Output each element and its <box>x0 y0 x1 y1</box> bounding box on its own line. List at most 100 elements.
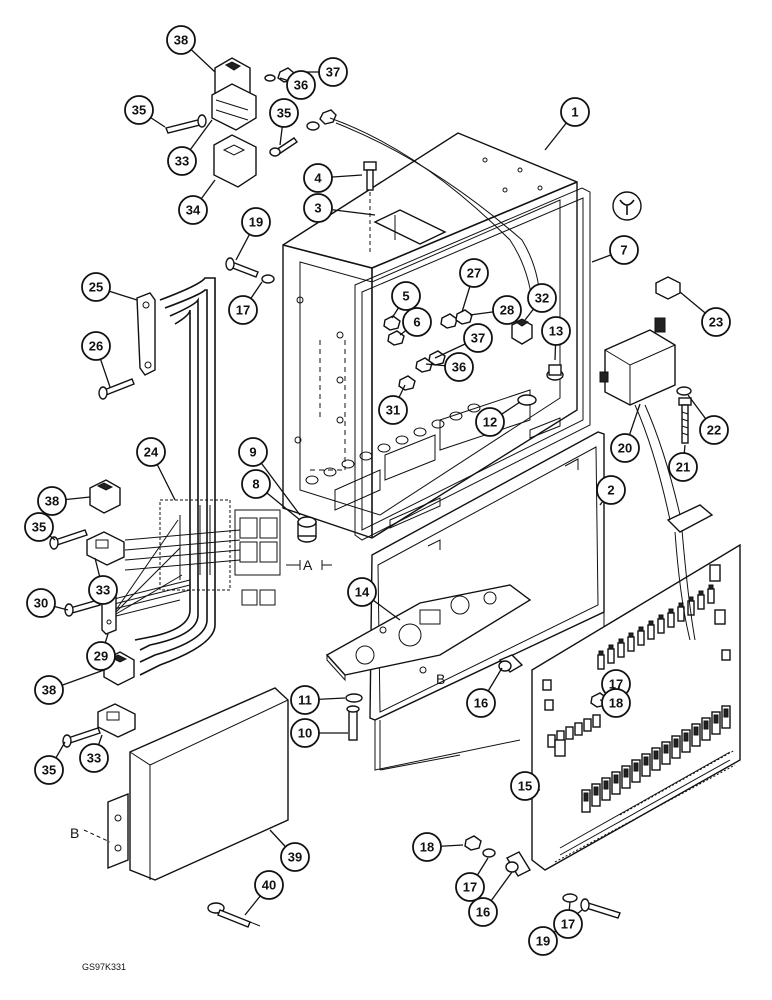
callout-number: 34 <box>186 203 201 218</box>
callout-1: 1 <box>560 97 590 127</box>
callout-circle <box>37 486 67 516</box>
board-component <box>607 648 615 664</box>
callout-number: 39 <box>288 850 302 865</box>
internal-hardware <box>383 309 564 406</box>
callout-number: 35 <box>42 763 56 778</box>
callout-27: 27 <box>459 258 489 288</box>
callout-35: 35 <box>24 512 54 542</box>
board-component <box>697 594 705 610</box>
callout-circle <box>124 95 154 125</box>
callout-18: 18 <box>601 688 631 718</box>
callout-17: 17 <box>455 872 485 902</box>
standoff-16-door <box>498 654 524 673</box>
circuit-board <box>531 543 741 871</box>
callout-22: 22 <box>699 415 729 445</box>
callout-21: 21 <box>668 452 698 482</box>
marker-b-label: B <box>70 825 79 841</box>
callout-16: 16 <box>466 688 496 718</box>
callout-circle <box>609 235 639 265</box>
callout-number: 40 <box>262 878 276 893</box>
relay-base-34 <box>213 134 257 188</box>
callout-number: 31 <box>386 403 400 418</box>
callout-number: 18 <box>609 696 623 711</box>
screw-10 <box>345 693 363 741</box>
screw-35-left-lower <box>62 727 101 748</box>
callout-circle <box>475 407 505 437</box>
callout-circle <box>455 872 485 902</box>
callout-number: 20 <box>618 441 632 456</box>
board-component <box>618 638 624 644</box>
wiring-harness <box>109 277 281 676</box>
callout-number: 7 <box>620 243 627 258</box>
callout-number: 3 <box>314 201 321 216</box>
bracket-25 <box>136 292 156 376</box>
board-component <box>721 649 731 661</box>
callout-circle <box>541 316 571 346</box>
callouts: 1234567891011121314151616171717171818191… <box>24 25 731 956</box>
callout-number: 24 <box>144 445 159 460</box>
callout-20: 20 <box>610 433 640 463</box>
board-component <box>623 768 629 778</box>
callout-circle <box>699 415 729 445</box>
callout-circle <box>412 832 442 862</box>
callout-circle <box>136 437 166 467</box>
board-component <box>574 722 583 736</box>
callout-38: 38 <box>37 486 67 516</box>
callout-number: 2 <box>607 483 614 498</box>
callout-circle <box>290 718 320 748</box>
marker-a-label: A <box>303 557 313 573</box>
callout-circle <box>81 272 111 302</box>
callout-number: 38 <box>42 683 56 698</box>
callout-circle <box>601 688 631 718</box>
board-connector <box>666 504 714 641</box>
callout-circle <box>596 475 626 505</box>
relay-base-33-left-lower <box>97 703 136 738</box>
callout-circle <box>34 755 64 785</box>
callout-number: 10 <box>298 726 312 741</box>
screw-30 <box>64 599 101 617</box>
callout-number: 21 <box>676 460 690 475</box>
mounting-plate <box>325 584 532 682</box>
board-component <box>714 609 726 625</box>
callout-number: 36 <box>452 360 466 375</box>
callout-33: 33 <box>88 575 118 605</box>
callout-circle <box>26 588 56 618</box>
board-component <box>542 679 552 691</box>
board-component <box>583 718 592 732</box>
board-component <box>613 774 619 784</box>
callout-14: 14 <box>347 577 377 607</box>
callout-number: 26 <box>89 339 103 354</box>
board-component <box>627 636 635 652</box>
callout-26: 26 <box>81 331 111 361</box>
board-component <box>668 608 674 614</box>
callout-circle <box>610 433 640 463</box>
callout-25: 25 <box>81 272 111 302</box>
callout-circle <box>178 195 208 225</box>
callout-37: 37 <box>318 57 348 87</box>
callout-9: 9 <box>238 437 268 467</box>
callout-number: 19 <box>249 215 263 230</box>
callout-number: 22 <box>707 423 721 438</box>
callout-circle <box>166 25 196 55</box>
callout-31: 31 <box>378 395 408 425</box>
screw-26 <box>98 378 135 400</box>
side-frame-7 <box>354 187 591 541</box>
relay-38-left-upper <box>89 479 121 514</box>
screw-40 <box>207 902 261 928</box>
callout-16: 16 <box>468 897 498 927</box>
callout-circle <box>402 307 432 337</box>
callout-number: 13 <box>549 324 563 339</box>
screw-21 <box>678 397 692 444</box>
board-component <box>637 630 645 646</box>
callout-number: 14 <box>355 585 370 600</box>
board-component <box>638 626 644 632</box>
callout-17: 17 <box>553 909 583 939</box>
callout-13: 13 <box>541 316 571 346</box>
relay-base-33-top <box>211 83 257 131</box>
callout-circle <box>527 283 557 313</box>
callout-2: 2 <box>596 475 626 505</box>
board-component <box>565 726 574 740</box>
callout-39: 39 <box>280 842 310 872</box>
screw-35-top-left <box>165 114 207 134</box>
